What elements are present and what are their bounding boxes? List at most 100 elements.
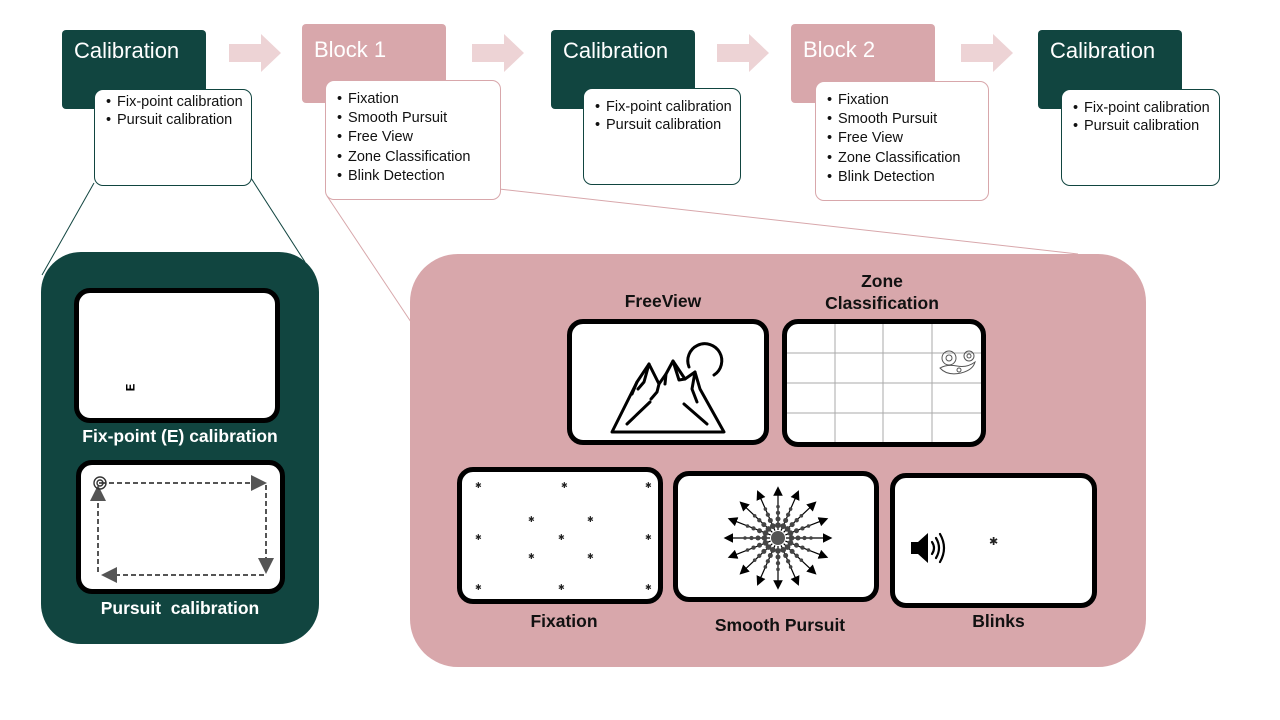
smooth-pursuit-screen — [673, 471, 879, 602]
pursuit-dot — [799, 558, 804, 562]
pursuit-dot — [780, 523, 787, 530]
list-item: Fixation — [337, 90, 494, 109]
zone-grid — [787, 324, 981, 442]
block-details-1: Fixation Smooth Pursuit Free View Zone C… — [325, 80, 501, 200]
pursuit-dot — [783, 517, 789, 523]
fixation-dot: ✱ — [558, 583, 565, 592]
pursuit-calibration-screen — [76, 460, 285, 594]
pursuit-dot — [788, 535, 795, 541]
fixpoint-caption: Fix-point (E) calibration — [82, 426, 278, 446]
pursuit-dot — [788, 565, 793, 569]
pursuit-dot — [763, 565, 768, 569]
pursuit-dot — [751, 545, 756, 550]
list-item: Fixation — [827, 91, 982, 110]
pursuit-dot — [776, 504, 780, 509]
pursuit-dot — [784, 544, 791, 550]
pursuit-dot — [785, 559, 791, 564]
freeview-caption: FreeView — [624, 291, 702, 311]
pursuit-dot — [806, 524, 811, 528]
pursuit-dot — [765, 512, 771, 517]
list-item: Blink Detection — [827, 168, 982, 187]
pursuit-dot — [757, 528, 763, 534]
list-item: Free View — [827, 129, 982, 148]
fixation-caption: Fixation — [530, 611, 598, 631]
pursuit-dot — [762, 540, 769, 546]
list-item: Smooth Pursuit — [337, 109, 494, 128]
pursuit-dot — [767, 553, 773, 559]
pursuit-dot — [745, 548, 750, 552]
fixation-dot: ✱ — [475, 583, 482, 592]
list-item: Smooth Pursuit — [827, 110, 982, 129]
fixation-dot: ✱ — [528, 552, 535, 561]
fixation-dot: ✱ — [558, 533, 565, 542]
pursuit-dot — [800, 545, 805, 550]
pursuit-dot — [749, 535, 754, 541]
pursuit-dot — [755, 535, 761, 541]
pursuit-dot — [745, 524, 750, 528]
list-item: Fix-point calibration — [106, 93, 245, 111]
pursuit-dot — [752, 558, 757, 562]
flow-arrow-2 — [472, 34, 524, 72]
pursuit-dot — [800, 526, 805, 531]
pursuit-dot — [751, 526, 756, 531]
pursuit-dot — [761, 535, 768, 541]
fixation-dot: ✱ — [645, 533, 652, 542]
pursuit-dot — [793, 528, 799, 534]
blink-target-dot: ✱ — [989, 536, 999, 548]
floral-pattern-icon — [939, 350, 976, 375]
flow-arrow-1 — [229, 34, 281, 72]
pursuit-dot — [787, 530, 794, 536]
pursuit-center — [771, 531, 785, 545]
pursuit-dot — [806, 548, 811, 552]
block-title-2: Block 2 — [803, 37, 876, 62]
zone-classification-screen — [782, 319, 986, 447]
zone-caption-line1: Zone — [861, 271, 903, 291]
target-icon — [93, 476, 107, 490]
pursuit-dot — [765, 559, 771, 564]
pursuit-dot — [769, 523, 776, 530]
pursuit-dot — [761, 548, 767, 554]
pursuit-dot — [789, 522, 795, 528]
list-item: Fix-point calibration — [1073, 99, 1213, 117]
pursuit-dot — [775, 522, 781, 529]
mountain-sun-icon — [610, 342, 726, 434]
freeview-screen — [567, 319, 769, 445]
pursuit-dot — [776, 567, 780, 572]
pursuit-dot — [794, 518, 799, 523]
pursuit-path — [90, 475, 274, 583]
pursuit-dot — [757, 553, 762, 558]
zone-caption-line2: Classification — [825, 293, 939, 313]
pursuit-dot — [765, 526, 772, 532]
pursuit-dot — [809, 536, 813, 540]
pursuit-dot — [794, 553, 799, 558]
list-item: Pursuit calibration — [595, 116, 734, 134]
list-item: Free View — [337, 128, 494, 147]
flow-arrow-3 — [717, 34, 769, 72]
pursuit-dot — [761, 522, 767, 528]
fixpoint-screen: E — [74, 288, 280, 423]
speaker-icon — [911, 532, 946, 564]
pursuit-dot — [783, 553, 789, 559]
pursuit-dot — [799, 514, 804, 518]
pursuit-dot — [784, 526, 791, 532]
fixation-dot: ✱ — [475, 481, 482, 490]
list-item: Blink Detection — [337, 167, 494, 186]
blinks-screen: ✱ — [890, 473, 1097, 608]
fixation-dot: ✱ — [561, 481, 568, 490]
pursuit-dot — [793, 542, 799, 548]
pursuit-dot — [769, 546, 776, 553]
fixation-dot: ✱ — [587, 515, 594, 524]
pursuit-dot — [775, 547, 781, 554]
pursuit-dot — [743, 536, 747, 540]
pursuit-dot — [757, 542, 763, 548]
pursuit-dot — [775, 561, 781, 566]
pursuit-dot — [788, 507, 793, 511]
pursuit-dot — [757, 518, 762, 523]
pursuit-dot — [787, 540, 794, 546]
fixation-dot: ✱ — [645, 583, 652, 592]
pursuit-dot — [775, 516, 781, 522]
flow-arrow-4 — [961, 34, 1013, 72]
